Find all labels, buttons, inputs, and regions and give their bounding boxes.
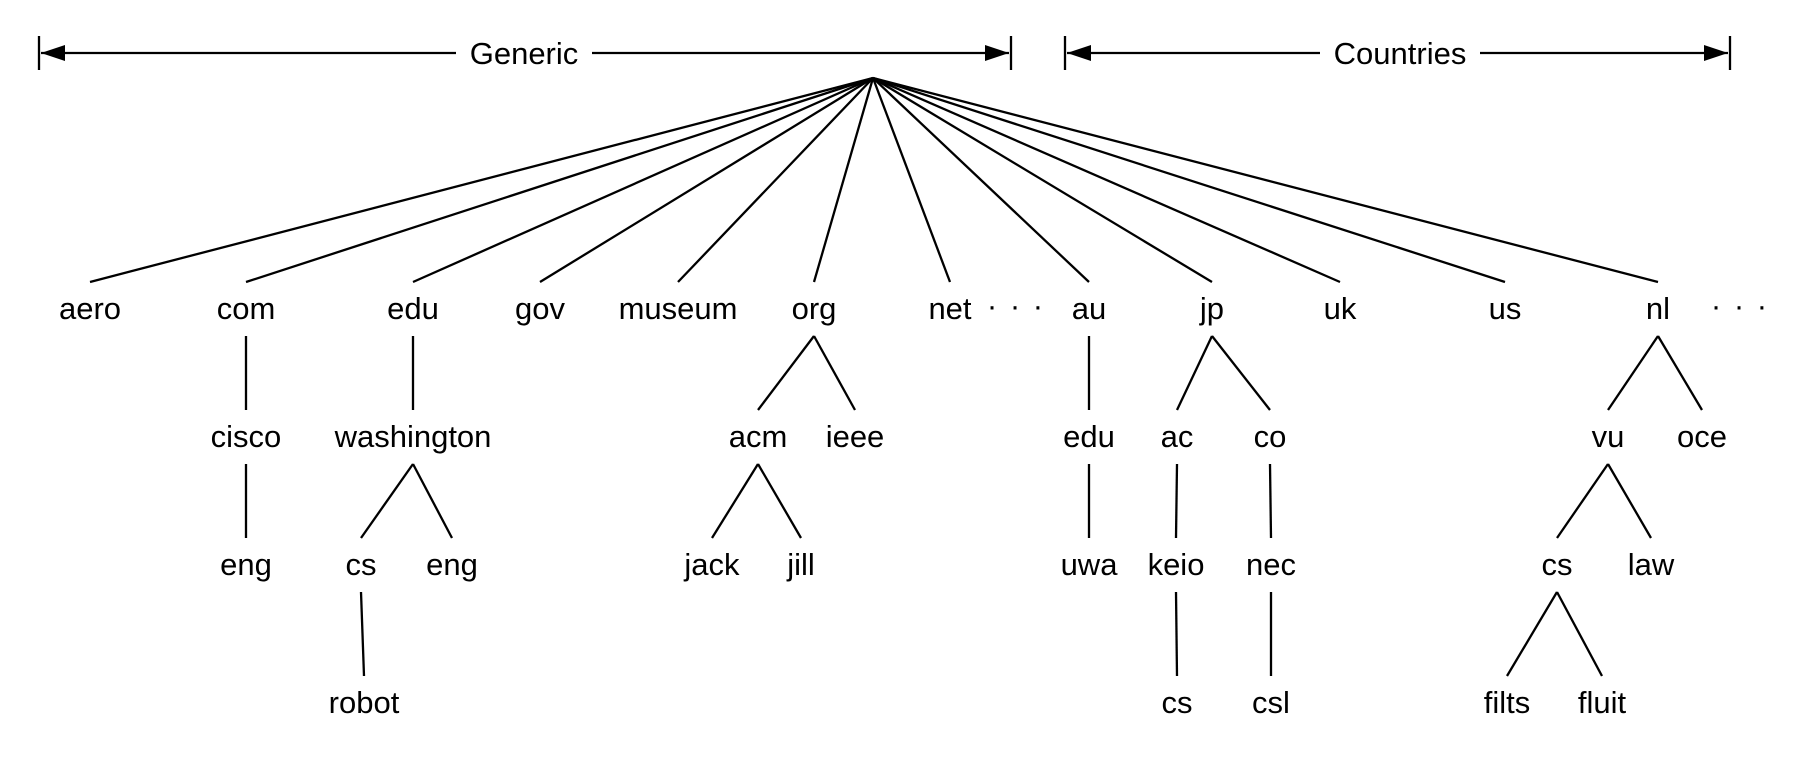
node-ac: ac: [1161, 419, 1194, 454]
edge-root-org: [812, 77, 875, 283]
node-washington: washington: [334, 419, 492, 454]
edge-root-aero: [89, 76, 874, 284]
node-cisco: cisco: [211, 419, 282, 454]
edge-jp-co: [1211, 335, 1271, 411]
node-nec: nec: [1246, 547, 1296, 582]
edge-ac-keio: [1174, 463, 1179, 539]
node-fluit: fluit: [1578, 685, 1627, 720]
edge-vu-cs-vu: [1556, 463, 1609, 539]
edge-nl-oce: [1657, 335, 1703, 411]
node-org: org: [792, 291, 837, 326]
edge-acm-jack: [711, 463, 759, 539]
node-net: net: [928, 291, 971, 326]
arrowhead-right-icon: [1704, 45, 1728, 61]
edge-vu-law: [1607, 463, 1652, 539]
edge-cs-vu-filts: [1506, 591, 1558, 677]
node-acm: acm: [729, 419, 788, 454]
node-jp: jp: [1199, 291, 1224, 326]
edge-root-com: [245, 76, 874, 284]
node-law: law: [1628, 547, 1675, 582]
edge-acm-jill: [757, 463, 802, 539]
edge-root-net: [871, 77, 952, 283]
node-cs-vu: cs: [1542, 547, 1573, 582]
node-nl: nl: [1646, 291, 1670, 326]
node-cs-keio: cs: [1162, 685, 1193, 720]
edge-root-nl: [872, 76, 1659, 284]
node-eng-washington: eng: [426, 547, 478, 582]
edge-jp-ac: [1175, 335, 1214, 411]
node-keio: keio: [1148, 547, 1205, 582]
node-uk: uk: [1324, 291, 1357, 326]
edge-root-edu: [412, 76, 874, 284]
node-aero: aero: [59, 291, 121, 326]
bracket-label-generic: Generic: [470, 36, 579, 71]
edge-keio-cs-keio: [1174, 591, 1179, 677]
node-com: com: [217, 291, 276, 326]
edge-org-acm: [757, 335, 815, 411]
node-museum: museum: [619, 291, 738, 326]
node-jill: jill: [786, 547, 815, 582]
edge-nl-vu: [1607, 335, 1659, 411]
edge-root-uk: [872, 76, 1341, 284]
node-oce: oce: [1677, 419, 1727, 454]
node-vu: vu: [1592, 419, 1625, 454]
edge-washington-cs-washington: [360, 463, 414, 539]
edge-root-jp: [872, 77, 1213, 283]
bracket-label-countries: Countries: [1334, 36, 1467, 71]
node-au: au: [1072, 291, 1106, 326]
edge-org-ieee: [812, 335, 857, 411]
edge-root-us: [872, 76, 1506, 284]
node-eng-cisco: eng: [220, 547, 272, 582]
edge-washington-eng-washington: [411, 463, 454, 539]
edge-co-nec: [1268, 463, 1273, 539]
node-edu-au: edu: [1063, 419, 1115, 454]
node-ieee: ieee: [826, 419, 885, 454]
node-jack: jack: [683, 547, 740, 582]
node-uwa: uwa: [1061, 547, 1119, 582]
node-edu: edu: [387, 291, 439, 326]
node-cs-washington: cs: [346, 547, 377, 582]
node-robot: robot: [329, 685, 400, 720]
node-dots-generic: · · ·: [987, 288, 1045, 323]
node-dots-countries: · · ·: [1711, 288, 1769, 323]
edge-root-gov: [539, 77, 874, 283]
node-us: us: [1489, 291, 1522, 326]
arrowhead-left-icon: [1067, 45, 1091, 61]
edge-root-museum: [677, 77, 874, 283]
node-csl: csl: [1252, 685, 1290, 720]
node-gov: gov: [515, 291, 565, 326]
arrowhead-right-icon: [985, 45, 1009, 61]
edge-cs-washington-robot: [359, 591, 366, 677]
edge-cs-vu-fluit: [1555, 591, 1604, 677]
edge-root-au: [872, 77, 1090, 283]
node-filts: filts: [1484, 685, 1531, 720]
arrowhead-left-icon: [41, 45, 65, 61]
node-co: co: [1254, 419, 1287, 454]
